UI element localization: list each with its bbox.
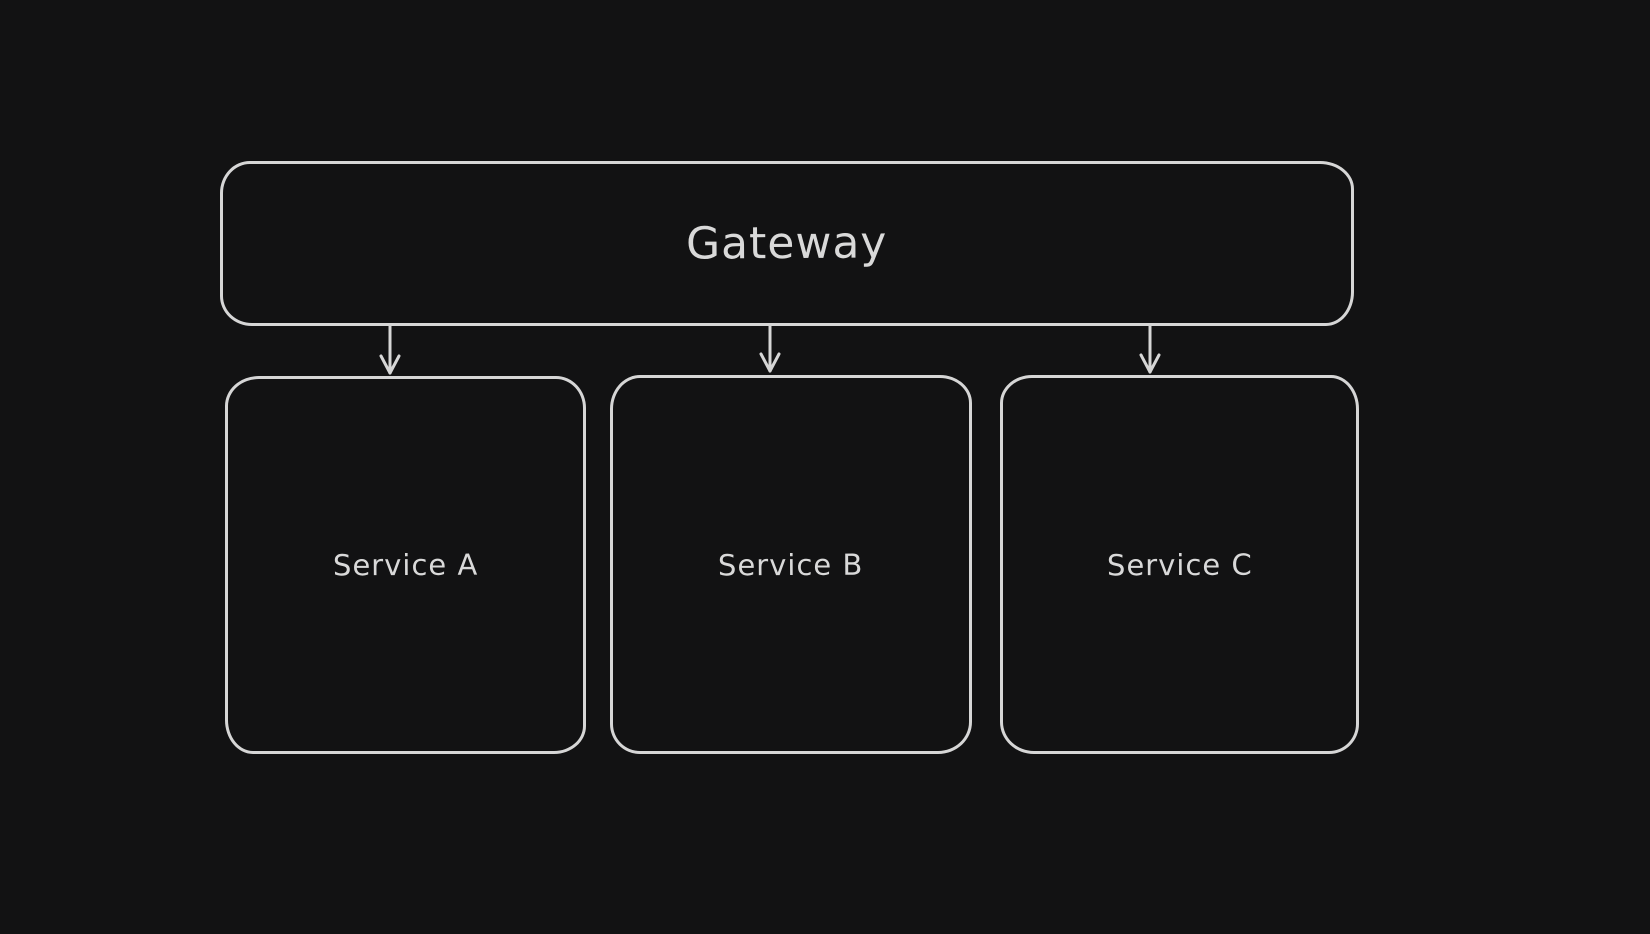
service-b-label: Service B [718,547,864,582]
arrow-gateway-to-service-b[interactable] [756,323,784,375]
service-a-label: Service A [332,547,479,583]
gateway-label: Gateway [686,217,888,270]
node-service-b[interactable]: Service B [610,375,972,754]
node-service-a[interactable]: Service A [225,376,586,754]
node-gateway[interactable]: Gateway [220,161,1354,326]
node-service-c[interactable]: Service C [1000,375,1359,754]
service-c-label: Service C [1106,547,1253,582]
arrow-gateway-to-service-a[interactable] [376,325,404,377]
arrowhead-icon [1139,353,1161,374]
arrow-gateway-to-service-c[interactable] [1136,324,1164,376]
arrowhead-icon [379,354,401,375]
arrowhead-icon [759,352,781,373]
